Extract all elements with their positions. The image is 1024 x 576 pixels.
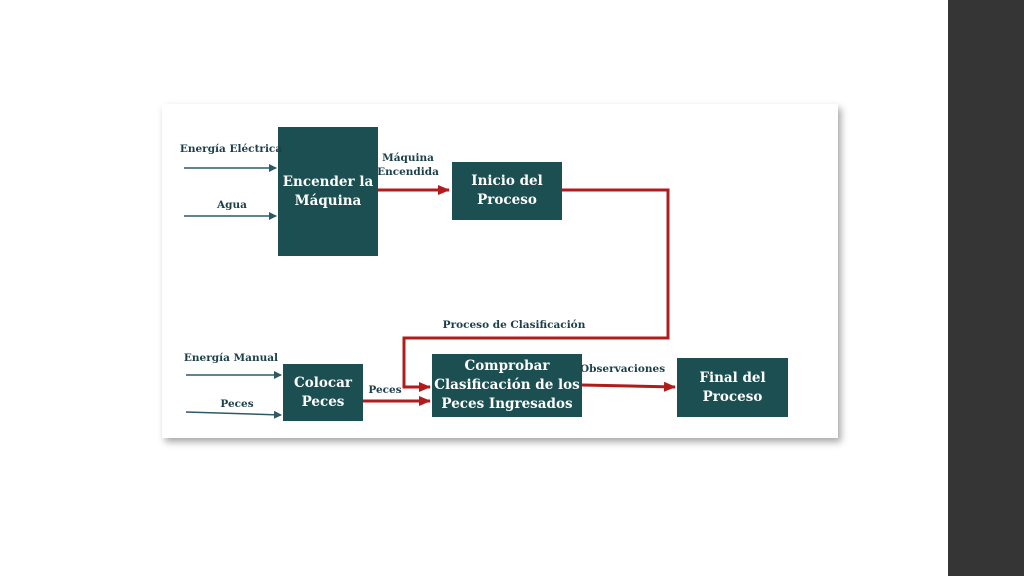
peces-input-arrow <box>185 410 282 419</box>
energia-electrica-label: Energía Eléctrica <box>179 143 283 155</box>
proceso-clasificacion-arrow <box>402 188 670 392</box>
maquina-encendida-label: Máquina Encendida <box>377 152 439 178</box>
encender-maquina-box: Encender la Máquina <box>278 127 378 256</box>
proceso-clasificacion-label: Proceso de Clasificación <box>442 319 586 331</box>
energia-manual-label: Energía Manual <box>183 352 279 364</box>
agua-label: Agua <box>217 199 247 211</box>
connector-layer <box>184 164 676 419</box>
diagram-card: Encender la Máquina Inicio del Proceso C… <box>162 104 838 438</box>
peces-input-label: Peces <box>220 398 254 410</box>
observaciones-label: Observaciones <box>580 363 666 375</box>
comprobar-clasificacion-box: Comprobar Clasificación de los Peces Ing… <box>432 354 582 417</box>
peces-flow-label: Peces <box>368 384 402 396</box>
inicio-proceso-box: Inicio del Proceso <box>452 162 562 220</box>
observaciones-arrow <box>581 381 676 392</box>
final-proceso-box: Final del Proceso <box>677 358 788 417</box>
colocar-peces-box: Colocar Peces <box>283 364 363 421</box>
slide-side-bar <box>948 0 1024 576</box>
